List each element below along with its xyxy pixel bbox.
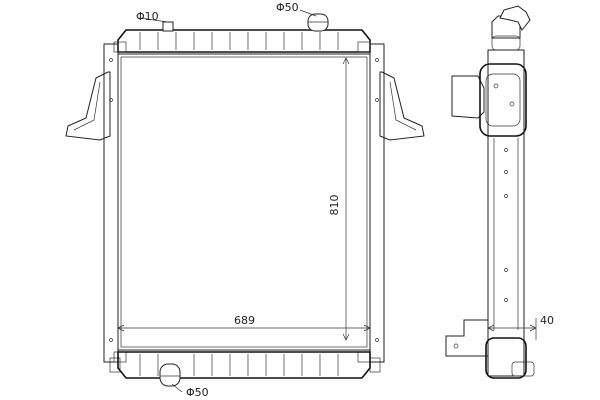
side-view: [445, 5, 537, 379]
top-tank: [117, 29, 371, 53]
top-small-pipe: [162, 21, 174, 32]
side-column: [487, 49, 525, 377]
side-upper-bracket: [451, 75, 485, 119]
width-dimension: [117, 324, 371, 332]
side-column-holes: [504, 148, 508, 302]
right-mounting-bracket: [379, 71, 425, 141]
phi-top-right-label: Φ50: [276, 1, 299, 14]
right-side-plate: [369, 43, 385, 363]
bottom-large-pipe: [159, 363, 181, 387]
depth-dimension: [487, 318, 537, 340]
side-depth-label: 40: [540, 314, 554, 327]
height-dimension: [342, 57, 350, 341]
top-large-pipe: [307, 13, 329, 32]
left-side-plate: [103, 43, 119, 363]
side-lower-tank: [485, 337, 527, 379]
phi-bottom-label: Φ50: [186, 386, 209, 399]
width-label: 689: [234, 314, 255, 327]
bottom-tank: [117, 351, 371, 379]
top-tank-ribs: [139, 32, 339, 50]
phi-top-left-label: Φ10: [136, 10, 159, 23]
left-mounting-bracket: [65, 71, 111, 141]
bottom-tank-ribs: [139, 354, 339, 376]
side-upper-tank: [479, 63, 527, 137]
side-lower-bracket: [445, 319, 489, 357]
radiator-core: [117, 53, 371, 351]
front-view: [65, 9, 425, 393]
side-plate-holes: [109, 58, 379, 342]
height-label: 810: [328, 195, 341, 216]
